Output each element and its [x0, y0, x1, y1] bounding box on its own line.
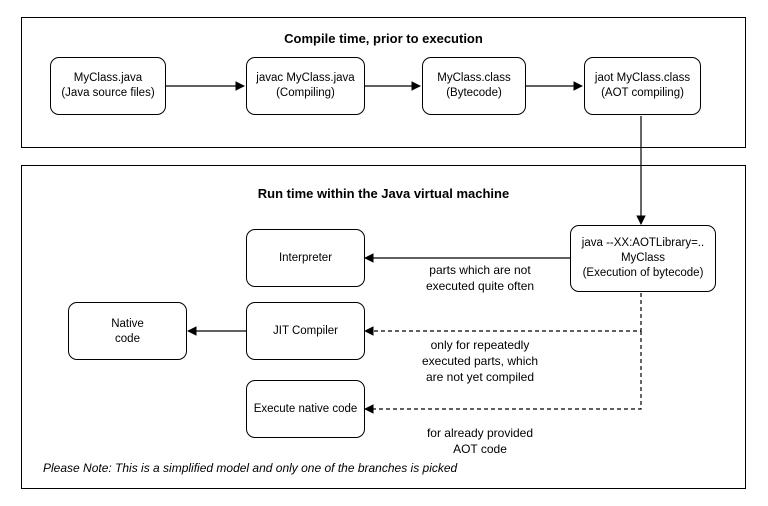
- edge-label-native-line2: AOT code: [453, 442, 507, 456]
- node-javac-line1: javac MyClass.java: [256, 72, 355, 84]
- edge-label-native-line1: for already provided: [426, 426, 534, 440]
- node-native-code-line2: code: [115, 333, 140, 345]
- node-java-source: MyClass.java (Java source files): [50, 57, 166, 115]
- node-javac-line2: (Compiling): [276, 87, 335, 99]
- edge-label-jit: only for repeatedly executed parts, whic…: [395, 337, 565, 385]
- arrow-java-exec-to-execute-native: [364, 331, 642, 414]
- node-java-exec: java --XX:AOTLibrary=.. MyClass (Executi…: [570, 225, 716, 292]
- node-java-exec-line3: (Execution of bytecode): [582, 267, 704, 279]
- compile-time-title: Compile time, prior to execution: [284, 31, 483, 46]
- edge-label-native: for already provided AOT code: [395, 425, 565, 457]
- node-javac: javac MyClass.java (Compiling): [246, 57, 365, 115]
- node-java-exec-line2: MyClass: [620, 252, 666, 264]
- node-execute-native: Execute native code: [246, 380, 365, 438]
- edge-label-jit-line3: are not yet compiled: [425, 370, 535, 384]
- node-native-code: Native code: [68, 302, 187, 360]
- node-jaotc-line2: (AOT compiling): [601, 87, 684, 99]
- edge-label-interpreter-line2: executed quite often: [425, 279, 535, 293]
- node-jit-compiler: JIT Compiler: [246, 302, 365, 360]
- simplified-model-note: Please Note: This is a simplified model …: [43, 461, 458, 475]
- node-bytecode-line1: MyClass.class: [437, 72, 511, 84]
- edge-label-jit-line2: executed parts, which: [421, 354, 539, 368]
- node-java-exec-line1: java --XX:AOTLibrary=..: [581, 237, 705, 249]
- node-execute-native-label: Execute native code: [253, 402, 358, 415]
- node-bytecode: MyClass.class (Bytecode): [422, 57, 526, 115]
- node-bytecode-line2: (Bytecode): [446, 87, 502, 99]
- node-jit-compiler-label: JIT Compiler: [273, 324, 338, 337]
- node-native-code-line1: Native: [111, 318, 144, 330]
- node-jaotc-line1: jaot MyClass.class: [594, 72, 691, 84]
- edge-label-interpreter: parts which are not executed quite often: [395, 262, 565, 294]
- node-interpreter: Interpreter: [246, 229, 365, 287]
- arrow-java-exec-to-jit: [364, 293, 642, 336]
- node-jaotc: jaot MyClass.class (AOT compiling): [584, 57, 701, 115]
- node-interpreter-label: Interpreter: [278, 251, 333, 264]
- node-java-source-line1: MyClass.java: [73, 72, 143, 84]
- edge-label-interpreter-line1: parts which are not: [429, 263, 531, 277]
- edge-label-jit-line1: only for repeatedly: [430, 338, 530, 352]
- node-java-source-line2: (Java source files): [61, 87, 155, 99]
- runtime-title: Run time within the Java virtual machine: [257, 186, 510, 201]
